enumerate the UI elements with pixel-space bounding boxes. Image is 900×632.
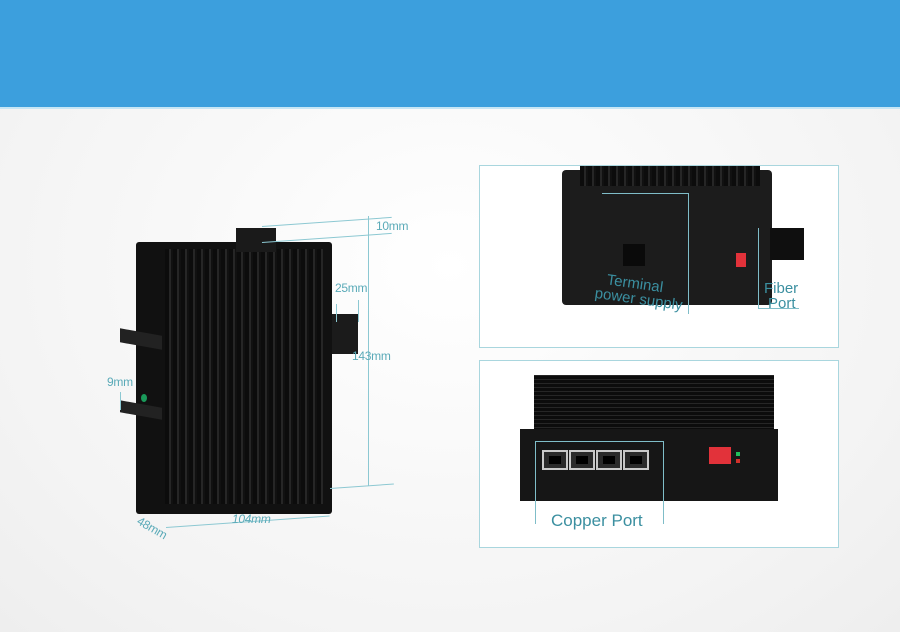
dip-switch: [709, 447, 731, 464]
dim-line-height: [368, 216, 369, 486]
rj45-port-3: [596, 450, 622, 470]
copper-callout-box: [535, 441, 664, 524]
dim-line-fiber2: [358, 300, 359, 322]
switch-side-view: [562, 170, 772, 305]
dim-label-width: 104mm: [232, 512, 271, 526]
rj45-port-2: [569, 450, 595, 470]
copper-port-label: Copper Port: [548, 511, 646, 531]
heatsink-fins: [165, 249, 325, 504]
dim-label-top-connector: 10mm: [376, 219, 409, 233]
top-banner: [0, 0, 900, 109]
panel-copper: Copper Port: [479, 360, 839, 548]
led-red: [736, 459, 740, 463]
switch-top-fins: [534, 375, 774, 431]
led-green: [736, 452, 740, 456]
terminal-callout-box: [602, 193, 689, 314]
fiber-callout-box: [758, 228, 799, 309]
dip-switch: [736, 253, 746, 267]
rj45-port-1: [542, 450, 568, 470]
dim-line-fiber: [336, 304, 337, 322]
fiber-port-label: Fiber Port: [764, 280, 799, 312]
dim-line-clip: [120, 392, 121, 410]
panel-terminal-fiber: Terminal power supply Fiber Port: [479, 165, 839, 348]
rj45-port-4: [623, 450, 649, 470]
top-terminal: [236, 228, 276, 252]
dim-label-rail-clip: 9mm: [107, 375, 133, 389]
status-dot: [141, 394, 147, 402]
dim-label-fiber-depth: 25mm: [335, 281, 368, 295]
dim-line-top: [261, 216, 392, 227]
terminal-block: [623, 244, 645, 266]
dim-line-bottom: [329, 483, 394, 489]
switch-top-fins: [580, 166, 760, 186]
dim-label-height: 143mm: [352, 349, 391, 363]
fiber-connector: [770, 228, 804, 260]
dim-label-depth: 48mm: [134, 513, 170, 543]
product-stage: 10mm 25mm 143mm 9mm 104mm 48mm Terminal …: [0, 109, 900, 632]
